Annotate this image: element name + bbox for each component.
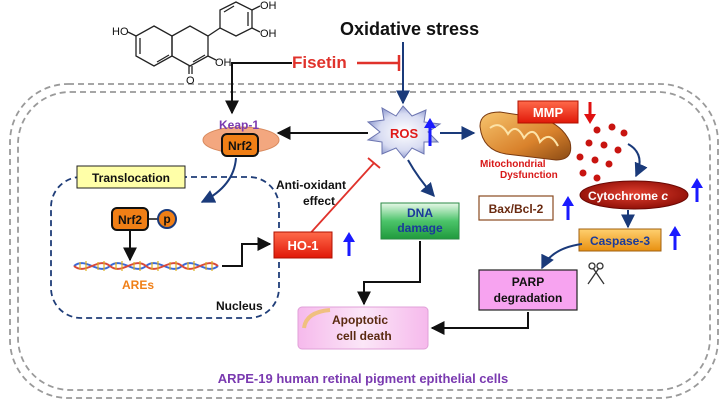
ros-to-dna-arrow [407,159,435,198]
mmp-down-arrow-icon [584,102,596,124]
ho1-label: HO-1 [287,238,318,253]
phosphate-label: p [163,212,170,226]
ho1-up-arrow-icon [343,232,355,256]
cytochrome-name: Cytochrome [588,189,658,203]
nucleus-boundary [50,176,280,319]
bax-label: Bax/Bcl-2 [489,202,544,216]
antioxidant-label-line2: effect [303,194,335,208]
dna-damage-line2: damage [397,221,443,235]
ros-up-arrow-icon [424,118,436,146]
ho1-box [273,231,333,259]
mmp-label: MMP [533,105,564,120]
parp-to-apoptosis-arrow [430,312,529,335]
apoptotic-line2: cell death [336,329,391,343]
caspase-box [578,228,662,252]
mitochondria-icon [479,111,572,161]
dna-damage-line1: DNA [407,206,433,220]
keap1-label: Keap-1 [219,118,259,132]
translocation-label: Translocation [92,171,170,185]
dna-damage-box [380,202,460,240]
dna-helix-icon [73,261,219,271]
cytochrome-dots-icon [576,123,628,182]
parp-line1: PARP [512,275,544,289]
ares-to-ho1-arrow [222,237,272,267]
cytochrome-shape [579,180,689,210]
dna-to-apoptosis-arrow [357,241,421,306]
apoptotic-line1: Apoptotic [332,313,388,327]
nucleus-label: Nucleus [216,299,263,313]
nrf2-label: Nrf2 [228,139,252,153]
apoptotic-shine [302,308,331,329]
caspase-to-parp-arrow [541,243,583,270]
ros-label: ROS [390,126,419,141]
oxidative-stress-title: Oxidative stress [340,19,479,39]
structure-oh-top2: OH [260,28,277,40]
phosphate-circle [157,209,177,229]
translocation-box [76,165,186,189]
dots-to-cytochrome-arrow [627,143,648,178]
antioxidant-label-line1: Anti-oxidant [276,178,346,192]
mmp-box [517,100,579,124]
structure-oh-left: HO [112,26,129,38]
mito-line2: Dysfunction [500,170,558,181]
parp-box [478,269,578,311]
caspase-up-arrow-icon [669,226,681,250]
scissors-icon [587,262,605,285]
nrf2-nuclear-label: Nrf2 [118,213,142,227]
structure-carbonyl-o: O [186,75,195,87]
cell-label: ARPE-19 human retinal pigment epithelial… [218,371,508,386]
cytochrome-c-italic: c [661,189,668,203]
cytochrome-up-arrow-icon [691,178,703,202]
nrf2-translocation-arrow [200,157,237,203]
ho1-inhibits-ros-line [305,162,375,239]
ho1-inhibits-ros-bar [367,157,381,169]
structure-oh-mid: OH [215,57,232,69]
mito-line1: Mitochondrial [480,159,546,170]
structure-oh-top1: OH [260,0,277,12]
bax-box [478,195,554,221]
cell-membrane-inner [17,91,711,391]
nrf2-box [221,133,259,157]
bax-up-arrow-icon [562,196,574,220]
parp-line2: degradation [494,291,563,305]
cell-membrane-outer [9,83,719,399]
fisetin-label: Fisetin [292,53,347,72]
cytochrome-label: Cytochrome c [588,189,668,203]
fisetin-structure-icon [127,1,261,74]
ares-label: AREs [122,278,154,292]
caspase-label: Caspase-3 [590,234,650,248]
apoptotic-box [297,306,429,350]
fisetin-to-keap1-arrow [225,62,292,115]
